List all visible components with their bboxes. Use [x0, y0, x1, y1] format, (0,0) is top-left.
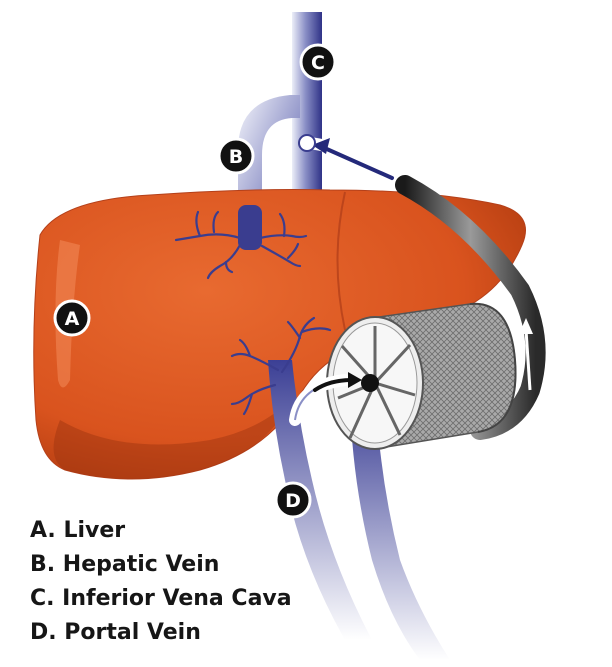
- legend-item-portal-vein: D. Portal Vein: [30, 620, 201, 645]
- marker-a: A: [53, 299, 91, 337]
- marker-c-label: C: [311, 52, 325, 74]
- legend-item-inferior-vena-cava: C. Inferior Vena Cava: [30, 586, 292, 611]
- loop-arrow: [524, 329, 532, 391]
- return-connection: [298, 134, 316, 152]
- marker-c: C: [299, 43, 337, 81]
- device-center: [361, 374, 379, 392]
- ivc-lower: [350, 400, 450, 660]
- return-arrow-head: [312, 138, 330, 154]
- bioreactor-device: [326, 302, 517, 450]
- marker-d-label: D: [285, 490, 301, 512]
- marker-d: D: [274, 481, 312, 519]
- liver-shadow: [53, 400, 290, 479]
- hepatic-vein-branches: [174, 210, 308, 280]
- marker-b: B: [217, 137, 255, 175]
- marker-a-label: A: [65, 308, 80, 330]
- loop-arrow-head: [519, 318, 533, 334]
- marker-b-label: B: [229, 146, 243, 168]
- liver-lobe-line: [336, 191, 346, 331]
- hepatic-vein-trunk: [238, 205, 262, 250]
- legend-item-liver: A. Liver: [30, 518, 126, 543]
- portal-vein: [268, 360, 372, 640]
- device-loop-tube: [395, 175, 546, 440]
- legend-item-hepatic-vein: B. Hepatic Vein: [30, 552, 220, 577]
- return-arrow: [318, 144, 394, 180]
- legend: A. Liver B. Hepatic Vein C. Inferior Ven…: [30, 514, 292, 650]
- portal-vein-branches: [230, 316, 332, 416]
- inflow-arrow-head: [348, 372, 362, 388]
